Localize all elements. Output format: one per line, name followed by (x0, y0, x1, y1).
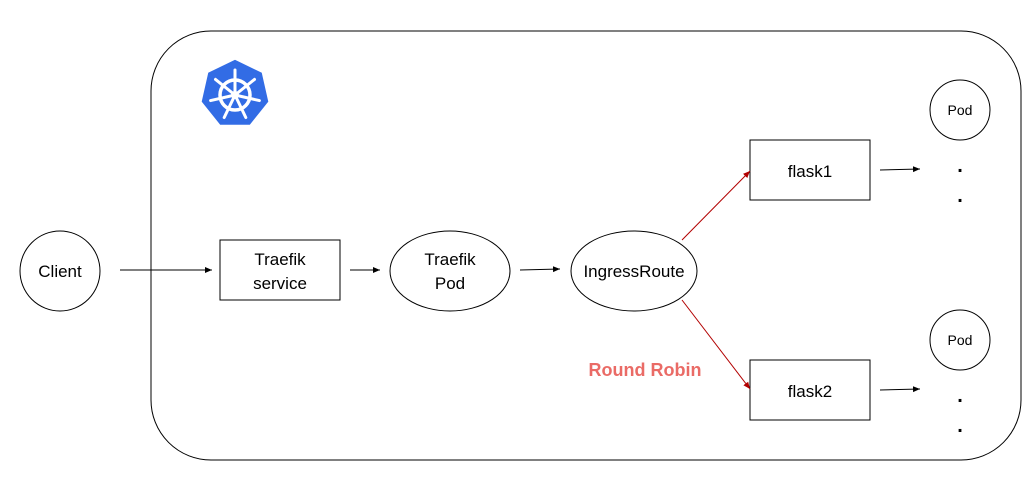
traefik-service-label-line2: service (253, 274, 307, 293)
traefik-pod-node (389, 230, 511, 312)
pod-top-node (929, 79, 991, 141)
ellipsis-dot-bottom-2: . (957, 415, 963, 437)
arrow-flask2-to-pods (879, 386, 921, 393)
pod-bottom-label: Pod (948, 332, 973, 348)
flask2-label: flask2 (788, 382, 832, 401)
arrow-ingress-to-flask1 (681, 170, 751, 241)
ellipsis-dot-top-2: . (957, 185, 963, 207)
ellipsis-dot-bottom-1: . (957, 385, 963, 407)
cluster-boundary (150, 30, 1022, 461)
ingress-route-node (570, 230, 698, 312)
flask1-node (749, 139, 871, 201)
traefik-service-label-line1: Traefik (254, 250, 306, 269)
arrow-ingress-to-flask2 (681, 299, 751, 390)
ingress-route-label: IngressRoute (583, 262, 684, 281)
kubernetes-icon (200, 58, 270, 127)
client-label: Client (38, 262, 82, 281)
flask2-node (749, 359, 871, 421)
arrow-traefik-pod-to-ingress (519, 266, 561, 273)
traefik-pod-label-line2: Pod (435, 274, 465, 293)
traefik-service-node (219, 239, 341, 301)
client-node (19, 230, 101, 312)
flask1-label: flask1 (788, 162, 832, 181)
pod-top-label: Pod (948, 102, 973, 118)
arrow-flask1-to-pods (879, 166, 921, 173)
pod-bottom-node (929, 309, 991, 371)
round-robin-label: Round Robin (589, 360, 702, 380)
ellipsis-dot-top-1: . (957, 155, 963, 177)
traefik-pod-label-line1: Traefik (424, 250, 476, 269)
